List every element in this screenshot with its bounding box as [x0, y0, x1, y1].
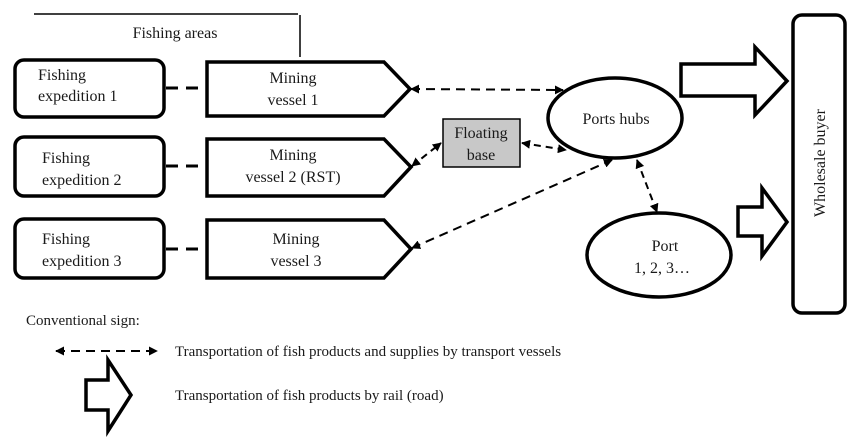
- vessel-shape-3: Mining vessel 3: [205, 218, 414, 280]
- vessel-2-line1: Mining: [269, 147, 316, 164]
- floating-base-line1: Floating: [454, 125, 507, 142]
- rail-arrow-hubs-buyer: [679, 42, 790, 120]
- rail-arrow-port-buyer: [736, 182, 790, 262]
- vessel-3-line1: Mining: [272, 231, 319, 248]
- port-line1: Port: [652, 238, 679, 255]
- transport-arrow-base-hubs: [521, 139, 567, 154]
- wholesale-buyer-label: Wholesale buyer: [812, 108, 829, 217]
- expedition-2-line1: Fishing: [42, 150, 90, 167]
- legend-block-arrow-icon: [84, 354, 134, 437]
- vessel-2-line2: vessel 2 (RST): [245, 169, 340, 186]
- vessel-3-line2: vessel 3: [270, 253, 321, 270]
- expedition-1-line2: expedition 1: [38, 88, 118, 105]
- expedition-2-line2: expedition 2: [42, 172, 122, 189]
- ports-hubs-ellipse: Ports hubs: [546, 76, 684, 160]
- legend-item-1-label: Transportation of fish products and supp…: [175, 344, 561, 360]
- vessel-shape-1: Mining vessel 1: [205, 60, 413, 118]
- expedition-3-line2: expedition 3: [42, 253, 122, 270]
- transport-arrow-vessel1-hubs: [410, 84, 564, 95]
- legend-title: Conventional sign:: [26, 313, 140, 329]
- transport-arrow-vessel2-base: [411, 142, 442, 167]
- vessel-shape-2: Mining vessel 2 (RST): [205, 137, 414, 198]
- transport-arrow-vessel3-hubs: [411, 159, 613, 249]
- floating-base-line2: base: [467, 147, 495, 164]
- vessel-1-line2: vessel 1: [267, 92, 318, 109]
- expedition-3-line1: Fishing: [42, 231, 90, 248]
- transport-arrow-hubs-port: [635, 159, 659, 213]
- port-line2: 1, 2, 3…: [634, 260, 690, 277]
- legend-item-2-label: Transportation of fish products by rail …: [175, 388, 444, 404]
- expedition-box-3: Fishing expedition 3: [13, 217, 166, 280]
- fishing-areas-label: Fishing areas: [133, 25, 218, 42]
- expedition-1-line1: Fishing: [38, 67, 86, 84]
- ports-hubs-label: Ports hubs: [582, 111, 649, 128]
- vessel-1-line1: Mining: [269, 70, 316, 87]
- port-ellipse: Port 1, 2, 3…: [585, 211, 733, 299]
- fishing-areas-bracket: [34, 13, 301, 57]
- floating-base-box: Floating base: [442, 118, 521, 168]
- wholesale-buyer-box: Wholesale buyer: [791, 13, 847, 315]
- expedition-box-1: Fishing expedition 1: [13, 58, 166, 119]
- expedition-box-2: Fishing expedition 2: [13, 135, 166, 198]
